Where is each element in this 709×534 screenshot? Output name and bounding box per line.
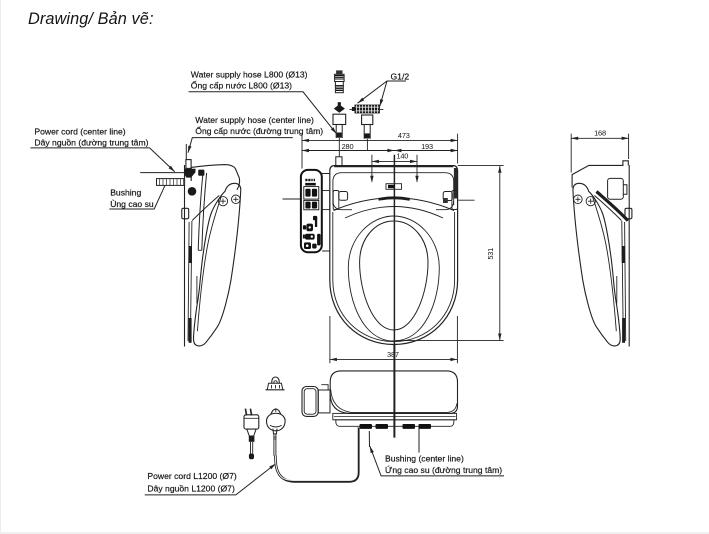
svg-text:Ống cấp nước (đường trung tâm): Ống cấp nước (đường trung tâm) bbox=[195, 125, 323, 136]
svg-text:Water supply hose (center line: Water supply hose (center line) bbox=[195, 115, 314, 125]
svg-text:Water supply hose L800 (Ø13): Water supply hose L800 (Ø13) bbox=[191, 69, 308, 79]
svg-text:473: 473 bbox=[398, 131, 410, 140]
svg-text:531: 531 bbox=[486, 248, 495, 260]
svg-text:Bushing (center line): Bushing (center line) bbox=[385, 454, 464, 464]
svg-text:Ứng cao su (đường trung tâm): Ứng cao su (đường trung tâm) bbox=[385, 465, 502, 475]
svg-text:Power cord L1200 (Ø7): Power cord L1200 (Ø7) bbox=[147, 471, 236, 481]
svg-text:193: 193 bbox=[421, 142, 433, 151]
svg-text:140: 140 bbox=[396, 151, 408, 160]
svg-text:G1/2: G1/2 bbox=[391, 71, 410, 81]
svg-text:280: 280 bbox=[342, 142, 354, 151]
svg-text:Power cord (center line): Power cord (center line) bbox=[34, 127, 125, 137]
svg-text:Dây nguồn L1200 (Ø7): Dây nguồn L1200 (Ø7) bbox=[147, 483, 235, 493]
svg-text:Dây nguồn (đường trung tâm): Dây nguồn (đường trung tâm) bbox=[34, 137, 148, 147]
svg-text:Drawing/ Bản vẽ:: Drawing/ Bản vẽ: bbox=[28, 10, 154, 28]
svg-text:168: 168 bbox=[594, 128, 606, 137]
svg-text:387: 387 bbox=[387, 350, 399, 359]
svg-text:Bushing: Bushing bbox=[110, 187, 141, 197]
svg-text:Ùng cao su: Ùng cao su bbox=[110, 199, 154, 209]
svg-text:Ống cấp nước L800 (Ø13): Ống cấp nước L800 (Ø13) bbox=[191, 80, 292, 91]
